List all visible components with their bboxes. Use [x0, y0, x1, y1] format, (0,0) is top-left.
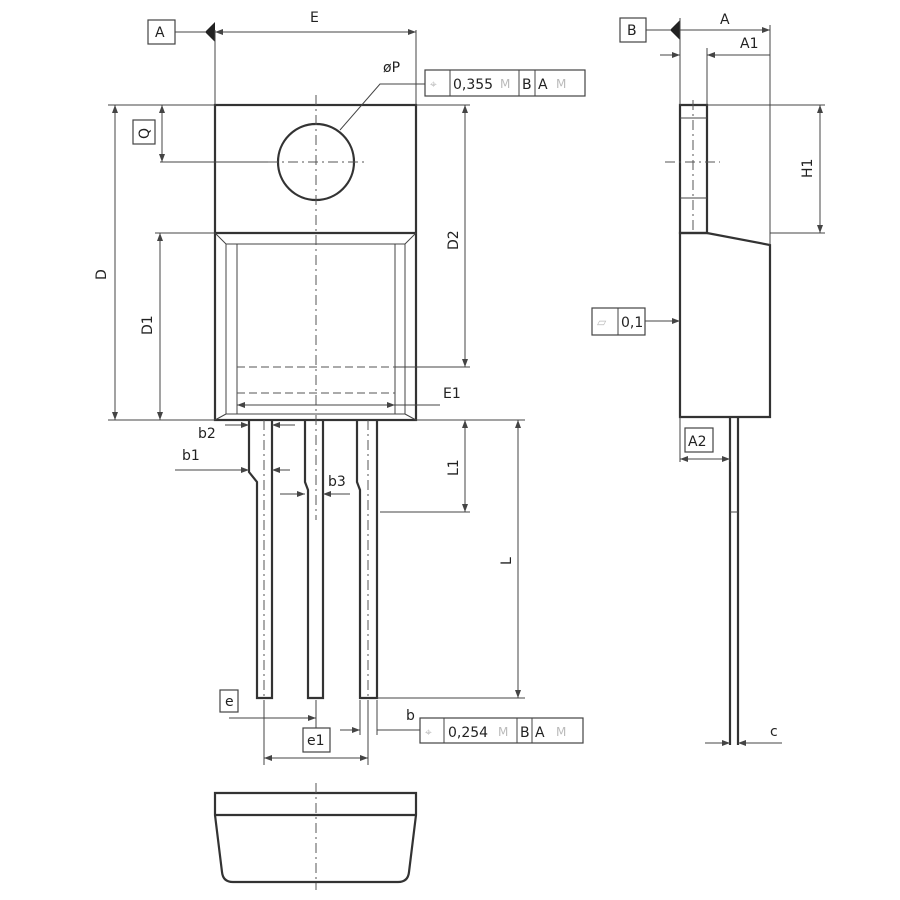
dim-b2: b2: [198, 426, 216, 442]
front-dimensions: A E øP ⌖ 0,355 M B A M D D1 Q D2: [94, 10, 586, 765]
lead-position-tolerance-frame: ⌖ 0,254 M B A M: [419, 717, 584, 744]
dim-A1: A1: [740, 36, 758, 52]
lead-1: [247, 420, 274, 700]
dim-Q: Q: [137, 128, 153, 139]
dim-L: L: [499, 557, 515, 565]
svg-text:0,355: 0,355: [453, 77, 493, 93]
dim-phiP: øP: [383, 60, 400, 76]
dim-D2: D2: [446, 230, 462, 250]
svg-text:0,254: 0,254: [448, 725, 488, 741]
svg-text:⌖: ⌖: [430, 77, 437, 91]
dim-E: E: [310, 10, 319, 26]
svg-text:▱: ▱: [597, 315, 607, 329]
dim-e: e: [225, 694, 234, 710]
dim-A2: A2: [688, 434, 706, 450]
flatness-tolerance-frame: ▱ 0,1: [591, 307, 680, 336]
svg-text:B: B: [522, 77, 532, 93]
datum-a-label: A: [155, 25, 165, 41]
svg-text:A: A: [535, 725, 545, 741]
dim-E1: E1: [443, 386, 461, 402]
lead-2: [303, 420, 325, 700]
dim-b3: b3: [328, 474, 346, 490]
dim-b1: b1: [182, 448, 200, 464]
dim-D: D: [94, 269, 110, 280]
svg-text:M: M: [500, 77, 510, 91]
dim-L1: L1: [446, 459, 462, 476]
dim-b: b: [406, 708, 415, 724]
dim-H1: H1: [800, 159, 816, 178]
svg-text:M: M: [498, 725, 508, 739]
front-view: [213, 95, 418, 700]
lead-3: [355, 420, 379, 700]
svg-text:0,1: 0,1: [621, 315, 643, 331]
svg-text:B: B: [520, 725, 530, 741]
dim-A: A: [720, 12, 730, 28]
datum-b-label: B: [627, 23, 637, 39]
dim-e1: e1: [307, 733, 325, 749]
svg-text:⌖: ⌖: [425, 725, 432, 739]
end-view: [213, 783, 418, 890]
dim-D1: D1: [140, 315, 156, 335]
svg-text:M: M: [556, 77, 566, 91]
hole-position-tolerance-frame: ⌖ 0,355 M B A M: [424, 69, 586, 97]
svg-text:A: A: [538, 77, 548, 93]
svg-text:M: M: [556, 725, 566, 739]
dim-c: c: [770, 724, 778, 740]
side-view: B A A1 H1 ▱ 0,1 A2 c: [591, 12, 825, 746]
